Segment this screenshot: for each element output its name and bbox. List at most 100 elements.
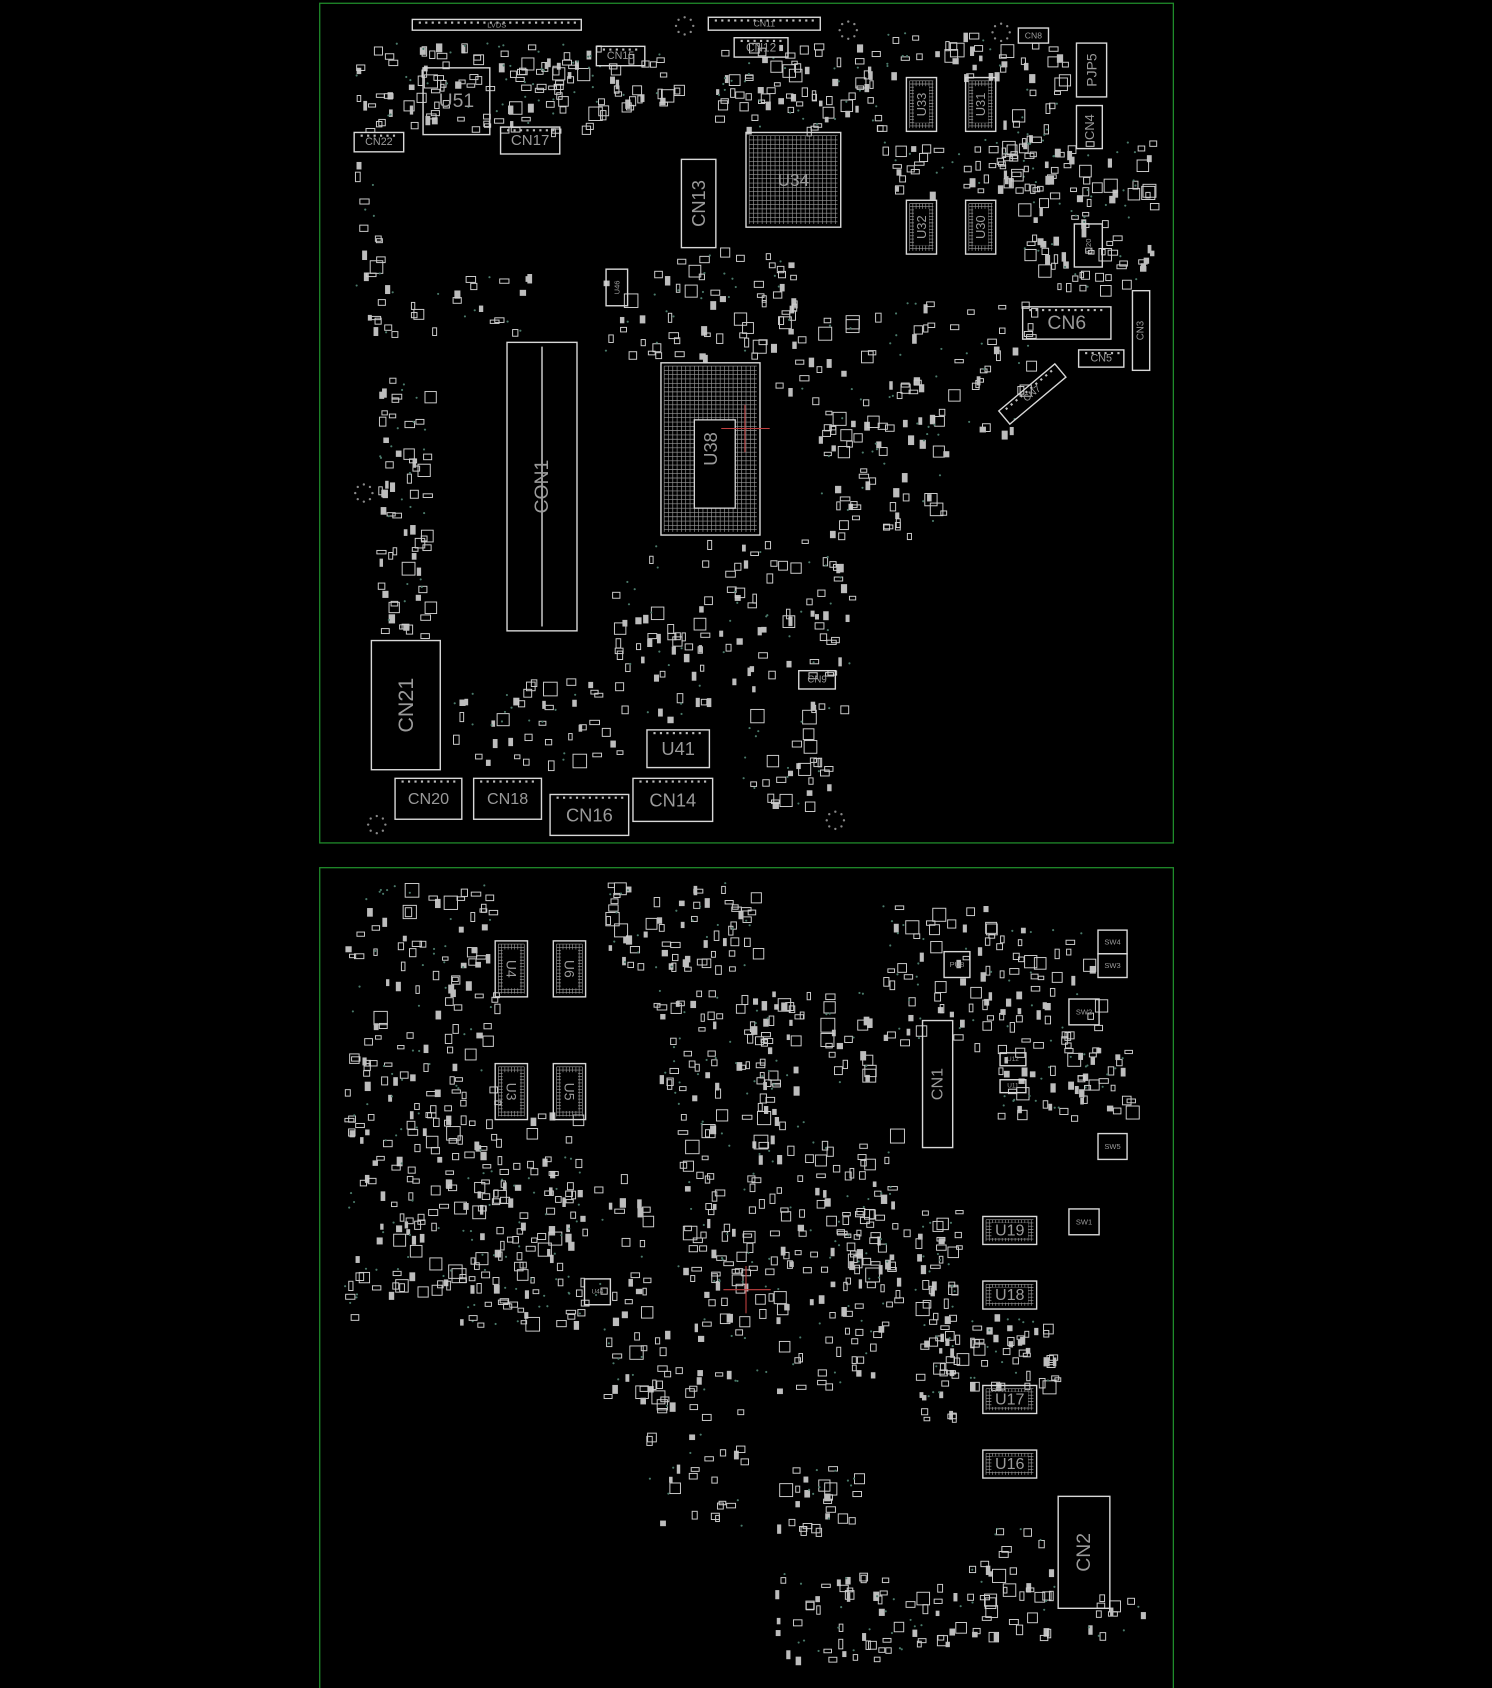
component-u30[interactable]: U30 [964, 199, 997, 255]
smd-pad [944, 1331, 955, 1341]
component-sw5[interactable]: SW5 [1097, 1132, 1128, 1161]
component-u33[interactable]: U33 [905, 76, 938, 133]
component-sw4[interactable]: SW4 [1097, 929, 1128, 955]
component-cn4[interactable]: CN4 [1075, 104, 1104, 150]
smd-pad [521, 57, 535, 71]
component-u4[interactable]: U4 [494, 940, 529, 998]
via [850, 388, 853, 391]
component-cn1[interactable]: CN1 [921, 1019, 954, 1149]
component-u51[interactable]: U51 [422, 67, 491, 136]
component-cn18[interactable]: CN18 [472, 777, 543, 820]
via [766, 1017, 769, 1020]
component-u16[interactable]: U16 [982, 1449, 1038, 1479]
component-cn17[interactable]: CN17 [499, 126, 561, 155]
pin [779, 39, 782, 43]
smd-pad [547, 760, 555, 772]
smd-pad [742, 1233, 753, 1238]
component-cn21[interactable]: CN21 [370, 639, 441, 771]
smd-pad [1140, 1612, 1146, 1620]
via [500, 720, 504, 723]
component-cn2[interactable]: CN2 [1057, 1495, 1111, 1609]
component-cn12[interactable]: CN12 [733, 37, 789, 58]
component-u32[interactable]: U32 [905, 199, 938, 255]
smd-pad [922, 1395, 927, 1401]
smd-pad [1088, 1079, 1100, 1091]
smd-pad [348, 1280, 354, 1292]
smd-pad [865, 1074, 870, 1082]
component-label: CON1 [531, 460, 553, 514]
smd-pad [1149, 140, 1158, 147]
via [396, 1268, 400, 1271]
component-con1[interactable]: CON1 [506, 341, 578, 632]
smd-pad [799, 45, 809, 55]
via [678, 1037, 681, 1040]
smd-pad [858, 1279, 863, 1289]
component-u17[interactable]: U17 [982, 1384, 1038, 1415]
via [922, 1225, 925, 1228]
smd-pad [1101, 248, 1106, 256]
component-sw3[interactable]: SW3 [1097, 953, 1128, 979]
smd-pad [417, 1219, 426, 1225]
component-cn15[interactable]: CN15 [595, 45, 646, 67]
component-pu8[interactable]: PU8 [943, 950, 971, 979]
smd-pad [840, 584, 848, 594]
component-u18[interactable]: U18 [982, 1280, 1038, 1310]
smd-pad [519, 1261, 527, 1269]
component-cn16[interactable]: CN16 [549, 793, 630, 837]
smd-pad [682, 959, 689, 968]
via [755, 1009, 759, 1012]
smd-pad [1043, 124, 1049, 135]
component-cn3[interactable]: CN3 [1131, 289, 1151, 372]
via [629, 662, 632, 666]
component-u6[interactable]: U6 [552, 940, 587, 998]
component-u46[interactable]: U46 [605, 268, 629, 307]
component-u20[interactable]: U20 [1073, 223, 1104, 268]
component-cn22[interactable]: CN22 [353, 131, 405, 153]
smd-pad [704, 596, 713, 606]
via [718, 93, 721, 97]
component-cn20[interactable]: CN20 [394, 777, 463, 820]
via [713, 1279, 716, 1283]
smd-pad [739, 1064, 746, 1070]
smd-pad [902, 419, 908, 428]
component-u12[interactable]: U12 [999, 1052, 1027, 1067]
smd-pad [1017, 1008, 1022, 1015]
component-cn14[interactable]: CN14 [632, 777, 714, 823]
smd-pad [1136, 159, 1150, 173]
smd-pad [856, 1229, 862, 1237]
via [703, 271, 706, 275]
smd-pad [554, 84, 562, 95]
component-cn5[interactable]: CN5 [1077, 349, 1125, 368]
smd-pad [371, 925, 381, 931]
component-lvds[interactable]: LVDS [411, 18, 582, 31]
smd-pad [692, 1237, 703, 1244]
component-cn11[interactable]: CN11 [707, 16, 821, 31]
component-cn7[interactable]: CN7 [997, 362, 1067, 426]
component-pjp5[interactable]: PJP5 [1075, 42, 1108, 98]
component-cn8[interactable]: CN8 [1017, 27, 1050, 44]
smd-pad [851, 420, 856, 428]
component-u34[interactable]: U34 [745, 131, 842, 228]
smd-pad [1032, 234, 1038, 242]
component-u38[interactable]: U38 [660, 362, 761, 536]
smd-pad [797, 1224, 805, 1232]
component-u41[interactable]: U41 [646, 729, 711, 769]
component-u11[interactable]: U11 [999, 1079, 1027, 1094]
component-u44[interactable]: U44 [583, 1278, 612, 1306]
smd-pad [1078, 1052, 1084, 1060]
component-sw2[interactable]: SW2 [1068, 998, 1100, 1026]
smd-pad [844, 1233, 852, 1239]
component-u31[interactable]: U31 [964, 76, 997, 133]
smd-pad [382, 388, 387, 398]
smd-pad [1018, 956, 1025, 963]
smd-pad [391, 393, 403, 400]
component-u19[interactable]: U19 [982, 1215, 1038, 1246]
component-u5[interactable]: U5 [552, 1062, 587, 1121]
via [767, 1069, 771, 1072]
component-cn6[interactable]: CN6 [1021, 306, 1112, 340]
component-sw1[interactable]: SW1 [1068, 1208, 1100, 1236]
component-u3[interactable]: U3 [494, 1062, 529, 1121]
component-cn9[interactable]: CN9 [798, 669, 837, 690]
component-cn13[interactable]: CN13 [680, 158, 717, 249]
